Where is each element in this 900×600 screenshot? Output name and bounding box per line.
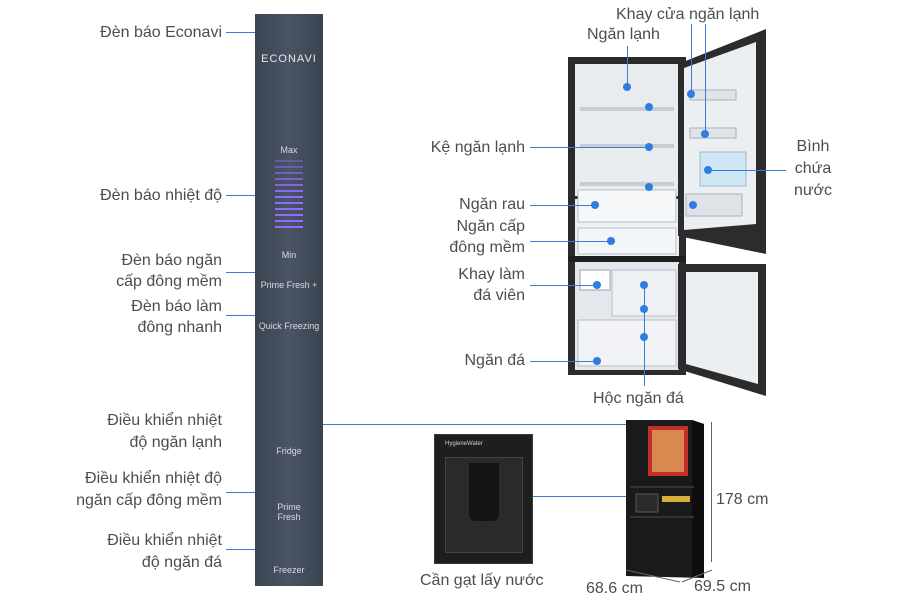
label-dispenser: Cần gạt lấy nước xyxy=(420,572,544,589)
shelf xyxy=(580,144,674,148)
marker-dot xyxy=(593,357,601,365)
door-tray xyxy=(689,89,737,101)
mini-dispenser xyxy=(635,493,659,513)
temp-bar xyxy=(275,178,303,180)
label-ice-2: đá viên xyxy=(473,287,525,304)
marker-dot xyxy=(593,281,601,289)
label-sticker xyxy=(662,496,690,502)
door-tray xyxy=(685,193,743,217)
label-soft-1: Ngăn cấp xyxy=(456,218,526,235)
label-veg: Ngăn rau xyxy=(459,196,525,213)
shelf xyxy=(580,182,674,186)
fridge-side xyxy=(692,420,704,578)
temp-bar xyxy=(275,190,303,192)
temp-bar xyxy=(275,226,303,228)
marker-dot xyxy=(645,183,653,191)
dispenser-brand: HygieneWater xyxy=(445,441,483,447)
leader-soft xyxy=(530,241,610,242)
leader-fridge-comp xyxy=(627,46,628,86)
panel-freezer-button[interactable]: Freezer xyxy=(273,565,305,575)
door-gap xyxy=(630,486,694,488)
door-tray xyxy=(689,127,737,139)
marker-dot xyxy=(640,333,648,341)
promo-display-inner xyxy=(652,430,684,472)
temp-bar xyxy=(275,208,303,210)
water-dispenser: HygieneWater xyxy=(434,434,533,564)
control-panel: ECONAVI Max Min Prime Fresh + Quick Free… xyxy=(255,14,323,586)
label-freezer-ctrl-1: Điều khiển nhiệt xyxy=(107,532,222,549)
panel-quick-freezing: Quick Freezing xyxy=(258,321,320,331)
marker-dot xyxy=(701,130,709,138)
dispenser-lever[interactable] xyxy=(469,463,499,521)
marker-dot xyxy=(607,237,615,245)
leader-dispenser xyxy=(533,496,631,497)
dim-depth: 69.5 cm xyxy=(694,578,751,595)
marker-dot xyxy=(640,305,648,313)
leader-water xyxy=(708,170,786,171)
temp-bar xyxy=(275,166,303,168)
temp-bar xyxy=(275,214,303,216)
leader-freezer xyxy=(530,361,596,362)
leader-fridge-shelf xyxy=(530,147,650,148)
dim-width: 68.6 cm xyxy=(586,580,643,597)
panel-prime-button-2[interactable]: Fresh xyxy=(277,512,301,522)
label-water-3: nước xyxy=(793,182,833,199)
temp-bar xyxy=(275,160,303,162)
label-soft-2: đông mềm xyxy=(449,239,525,256)
door-gap xyxy=(630,516,694,518)
marker-dot xyxy=(689,201,697,209)
marker-dot xyxy=(591,201,599,209)
leader-door-tray xyxy=(691,24,692,94)
label-freezer: Ngăn đá xyxy=(464,352,526,369)
temp-bar xyxy=(275,172,303,174)
label-fridge-ctrl-2: độ ngăn lạnh xyxy=(129,434,222,451)
panel-fridge-button[interactable]: Fridge xyxy=(276,446,302,456)
marker-dot xyxy=(645,143,653,151)
label-door-tray: Khay cửa ngăn lạnh xyxy=(616,6,760,23)
label-fridge-shelf: Kệ ngăn lạnh xyxy=(430,139,525,156)
leader-fridge-ctrl xyxy=(323,424,631,425)
marker-dot xyxy=(623,83,631,91)
marker-dot xyxy=(704,166,712,174)
shelf xyxy=(580,107,674,111)
panel-prime-button-1[interactable]: Prime xyxy=(277,502,301,512)
label-soft-freeze-1: Đèn báo ngăn xyxy=(121,252,222,269)
marker-dot xyxy=(640,281,648,289)
temp-bar xyxy=(275,196,303,198)
leader-door-tray xyxy=(705,24,706,134)
height-dim-line xyxy=(711,422,712,562)
temp-bar xyxy=(275,220,303,222)
label-fridge-ctrl-1: Điều khiển nhiệt xyxy=(107,412,222,429)
marker-dot xyxy=(645,103,653,111)
width-dim-lines xyxy=(625,569,713,583)
label-water-1: Bình xyxy=(796,138,830,155)
marker-dot xyxy=(687,90,695,98)
open-fridge-illustration xyxy=(568,29,766,396)
temp-bar xyxy=(275,202,303,204)
label-ice-1: Khay làm xyxy=(458,266,525,283)
dim-height: 178 cm xyxy=(716,491,769,508)
panel-min: Min xyxy=(281,250,297,260)
label-quick-freeze-2: đông nhanh xyxy=(137,319,222,336)
label-freezer-ctrl-2: độ ngăn đá xyxy=(141,554,222,571)
label-soft-ctrl-1: Điều khiển nhiệt độ xyxy=(85,470,222,487)
label-fridge-comp: Ngăn lạnh xyxy=(587,26,660,43)
label-quick-freeze-1: Đèn báo làm xyxy=(131,298,222,315)
panel-prime-fresh-plus: Prime Fresh + xyxy=(260,280,318,290)
panel-econavi: ECONAVI xyxy=(261,53,317,65)
leader-veg xyxy=(530,205,594,206)
label-econavi: Đèn báo Econavi xyxy=(100,24,222,41)
leader-ice xyxy=(530,285,596,286)
label-water-2: chứa xyxy=(794,160,832,177)
freezer-door-inner xyxy=(686,272,758,384)
label-freezer-drawer: Hộc ngăn đá xyxy=(593,390,684,407)
label-temp-indicator: Đèn báo nhiệt độ xyxy=(100,187,222,204)
panel-max: Max xyxy=(280,145,298,155)
fridge-front-illustration xyxy=(626,420,704,578)
label-soft-freeze-2: cấp đông mềm xyxy=(116,273,222,290)
temp-bar xyxy=(275,184,303,186)
label-soft-ctrl-2: ngăn cấp đông mềm xyxy=(76,492,222,509)
divider xyxy=(568,256,686,262)
